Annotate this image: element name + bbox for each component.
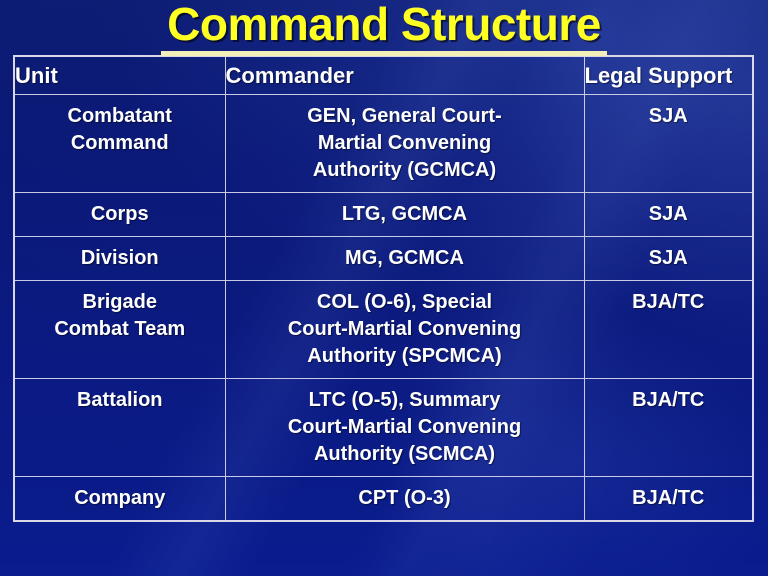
cell-commander: MG, GCMCA (224, 236, 585, 281)
cell-commander-line: GEN, General Court- (307, 105, 502, 127)
cell-commander-line: MG, GCMCA (345, 247, 464, 269)
cell-commander-line: Authority (SPCMCA) (307, 345, 502, 367)
cell-commander-line: Authority (SCMCA) (313, 443, 496, 465)
cell-unit-line: Combat Team (54, 318, 186, 340)
table-row: Company CPT (O-3) BJA/TC (13, 476, 754, 522)
table-header-row: Unit Commander Legal Support (13, 55, 754, 95)
cell-legal-support: SJA (583, 192, 754, 237)
table-row: Corps LTG, GCMCA SJA (13, 192, 754, 237)
cell-commander-line: CPT (O-3) (358, 487, 451, 509)
cell-legal-support: SJA (583, 236, 754, 281)
cell-unit: Battalion (13, 378, 226, 477)
title-area: Command Structure (0, 0, 768, 56)
cell-legal-support: BJA/TC (583, 476, 754, 522)
cell-unit-line: Company (74, 487, 166, 509)
cell-commander-line: Court-Martial Convening (287, 318, 522, 340)
cell-unit-line: Combatant (67, 105, 172, 127)
cell-commander-line: COL (O-6), Special (316, 291, 493, 313)
cell-unit-line: Command (70, 132, 169, 154)
cell-unit: Company (13, 476, 226, 522)
cell-legal-support: BJA/TC (583, 378, 754, 477)
table-row: Division MG, GCMCA SJA (13, 236, 754, 281)
column-header-legal-support: Legal Support (583, 55, 754, 95)
cell-commander: CPT (O-3) (224, 476, 585, 522)
column-header-unit: Unit (13, 55, 226, 95)
cell-unit-line: Brigade (82, 291, 157, 313)
cell-commander-line: Martial Convening (317, 132, 492, 154)
cell-legal-support: BJA/TC (583, 280, 754, 379)
table-header: Unit Commander Legal Support (13, 55, 754, 95)
column-header-commander: Commander (224, 55, 585, 95)
cell-commander-line: LTG, GCMCA (341, 203, 468, 225)
cell-commander-line: Authority (GCMCA) (312, 159, 497, 181)
cell-commander-line: Court-Martial Convening (287, 416, 522, 438)
cell-unit-line: Battalion (76, 389, 163, 411)
cell-unit: Corps (13, 192, 226, 237)
cell-commander: LTG, GCMCA (224, 192, 585, 237)
cell-commander-line: LTC (O-5), Summary (308, 389, 501, 411)
cell-unit: Division (13, 236, 226, 281)
cell-legal-support: SJA (583, 94, 754, 193)
cell-unit-line: Corps (90, 203, 149, 225)
cell-unit-line: Division (80, 247, 159, 269)
page-title: Command Structure (161, 0, 607, 56)
